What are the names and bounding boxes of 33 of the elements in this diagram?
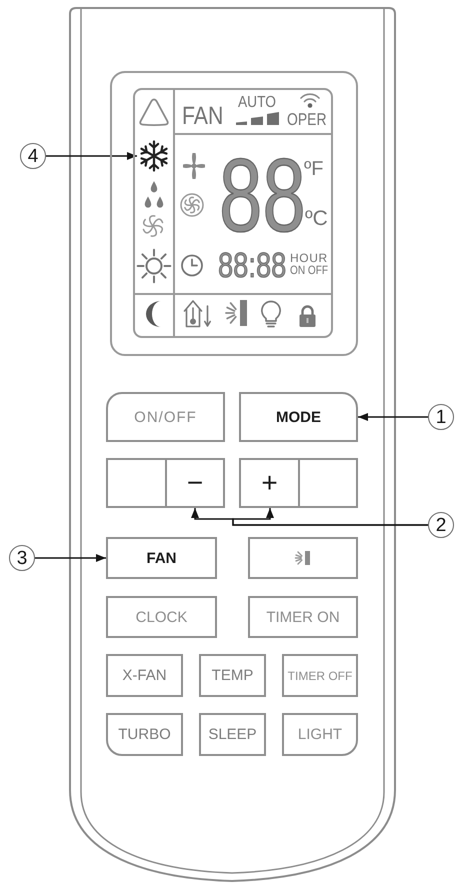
display-label: OPER <box>287 111 327 128</box>
callout-arrow <box>358 413 428 421</box>
remote-button: − <box>165 458 225 508</box>
display-label: ON OFF <box>290 264 328 276</box>
callout-number: 2 <box>428 512 454 538</box>
display-label: HOUR <box>290 252 328 264</box>
unit-label: ºC <box>305 208 328 229</box>
remote-button: X-FAN <box>106 654 183 697</box>
remote-button <box>248 537 358 579</box>
callout-arrow <box>46 152 137 160</box>
display-label: FAN <box>182 104 224 129</box>
time-readout: 88:88 <box>218 250 286 282</box>
callout-number: 1 <box>428 404 454 430</box>
remote-button <box>298 458 358 508</box>
callout-number: 4 <box>20 143 46 169</box>
remote-button: CLOCK <box>106 596 217 638</box>
remote-button: TIMER ON <box>248 596 358 638</box>
remote-button: TURBO <box>106 713 183 756</box>
unit-label: ºF <box>304 159 324 179</box>
display-label: AUTO <box>238 95 276 111</box>
remote-button: SLEEP <box>199 713 266 756</box>
lcd-display <box>110 71 358 356</box>
callout-arrow <box>232 508 428 526</box>
remote-button: FAN <box>106 537 217 579</box>
remote-button: MODE <box>239 392 358 442</box>
remote-button: LIGHT <box>282 713 358 756</box>
remote-button: ON/OFF <box>106 392 225 442</box>
callout-arrow <box>35 554 106 562</box>
remote-button: TEMP <box>199 654 266 697</box>
remote-button <box>106 458 167 508</box>
remote-button: TIMER OFF <box>282 654 358 697</box>
callout-number: 3 <box>9 545 35 571</box>
remote-button: + <box>239 458 300 508</box>
